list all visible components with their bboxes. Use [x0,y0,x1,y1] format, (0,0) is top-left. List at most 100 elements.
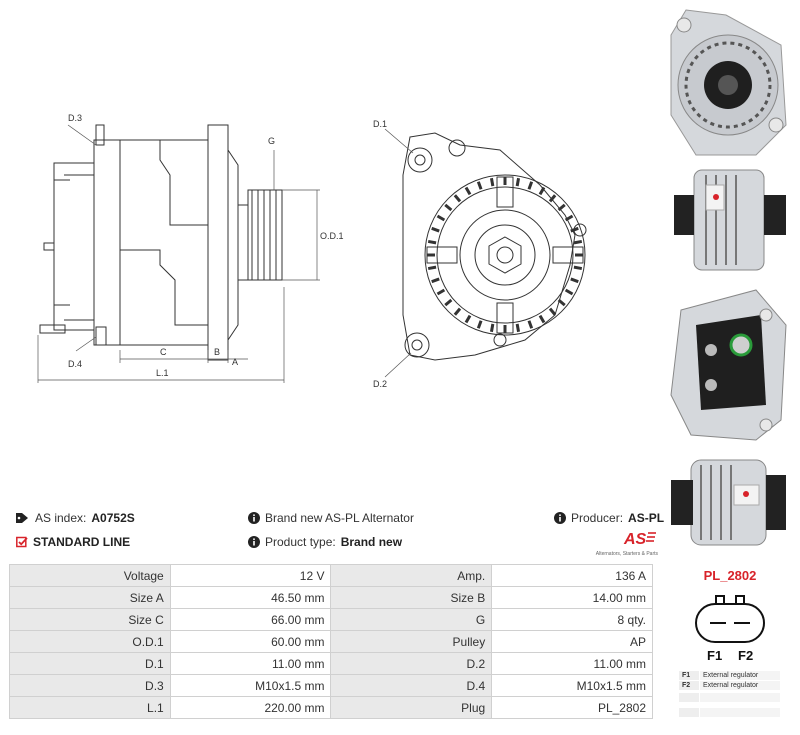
cooling-fin [476,320,483,329]
cooling-fin [444,203,453,212]
product-photo-front [670,9,787,156]
label-g: G [268,136,275,146]
cooling-fin [548,194,557,203]
cooling-fin [489,177,495,187]
spec-key: O.D.1 [9,630,171,653]
cooling-fin [548,307,557,316]
cooling-fin [427,239,437,245]
plug-connector-diagram: F1 F2 [695,595,765,663]
label-l1: L.1 [156,368,169,378]
plug-legend-row [679,708,780,717]
label-od1: O.D.1 [320,231,344,241]
line-label: STANDARD LINE [33,535,131,549]
spec-key: L.1 [9,696,171,719]
product-photo-side [674,169,786,271]
cooling-fin [573,239,583,245]
cooling-fin [489,323,495,333]
info-icon [248,512,260,524]
label-d2: D.2 [373,379,387,389]
cooling-fin [557,203,566,212]
spec-value: 46.50 mm [169,586,332,609]
cooling-fin [464,186,472,196]
cooling-fin [570,277,579,284]
cooling-fin [570,226,579,233]
plug-title: PL_2802 [703,568,757,583]
label-c: C [160,347,167,357]
spec-key: D.3 [9,674,171,697]
product-type-value: Brand new [340,535,403,549]
spec-value: 8 qty. [491,608,653,631]
as-logo: AS Alternators, Starters & Parts [588,528,658,557]
product-type: Product type: Brand new [248,535,402,549]
label-a: A [232,357,238,367]
cooling-fin [464,314,472,324]
pin-f1: F1 [707,648,722,663]
cooling-fin [436,288,446,296]
spec-key: Amp. [330,564,493,587]
spec-key: Voltage [9,564,171,587]
spec-key: D.2 [330,652,493,675]
standard-line: STANDARD LINE [16,535,130,549]
cooling-fin [564,288,574,296]
spec-value: 60.00 mm [169,630,332,653]
cooling-fin [557,298,566,307]
spec-value: 66.00 mm [169,608,332,631]
spec-value: M10x1.5 mm [169,674,332,697]
cooling-fin [427,265,437,271]
spec-key: Size A [9,586,171,609]
spec-value: 14.00 mm [491,586,653,609]
spec-value: AP [491,630,653,653]
producer-value: AS-PL [628,511,665,525]
svg-text:AS: AS [623,531,647,548]
as-index: AS index: A0752S [16,511,135,525]
cooling-fin [453,307,462,316]
cooling-fins [427,177,583,333]
product-photo-rear [670,289,787,441]
cooling-fin [527,320,534,329]
spec-value: 11.00 mm [169,652,332,675]
spec-value: 220.00 mm [169,696,332,719]
spec-key: Size B [330,586,493,609]
as-index-label: AS index: [35,511,87,525]
spec-value: 136 A [491,564,653,587]
cooling-fin [538,314,546,324]
cooling-fin [573,265,583,271]
spec-key: D.4 [330,674,493,697]
tag-icon [16,513,28,523]
producer: Producer: AS-PL [554,511,664,525]
info-icon [248,536,260,548]
spec-value: 12 V [169,564,332,587]
product-type-label: Product type: [265,535,336,549]
cooling-fin [431,226,440,233]
label-b: B [214,347,220,357]
cooling-fin [444,298,453,307]
spec-value: 11.00 mm [491,652,653,675]
plug-legend-row [679,693,780,702]
as-index-value: A0752S [91,511,135,525]
product-photo-top [671,459,786,546]
label-d4: D.4 [68,359,82,369]
cooling-fin [527,181,534,190]
pin-f2: F2 [738,648,753,663]
spec-key: G [330,608,493,631]
cooling-fin [515,323,521,333]
front-view-drawing: D.1 D.2 [373,119,587,389]
cooling-fin [436,214,446,222]
brand-text: Brand new AS-PL Alternator [265,511,414,525]
label-d3: D.3 [68,113,82,123]
info-icon [554,512,566,524]
spec-key: D.1 [9,652,171,675]
cooling-fin [431,277,440,284]
cooling-fin [453,194,462,203]
check-square-icon [16,536,28,548]
as-logo-mark: AS [623,531,656,548]
cooling-fin [564,214,574,222]
